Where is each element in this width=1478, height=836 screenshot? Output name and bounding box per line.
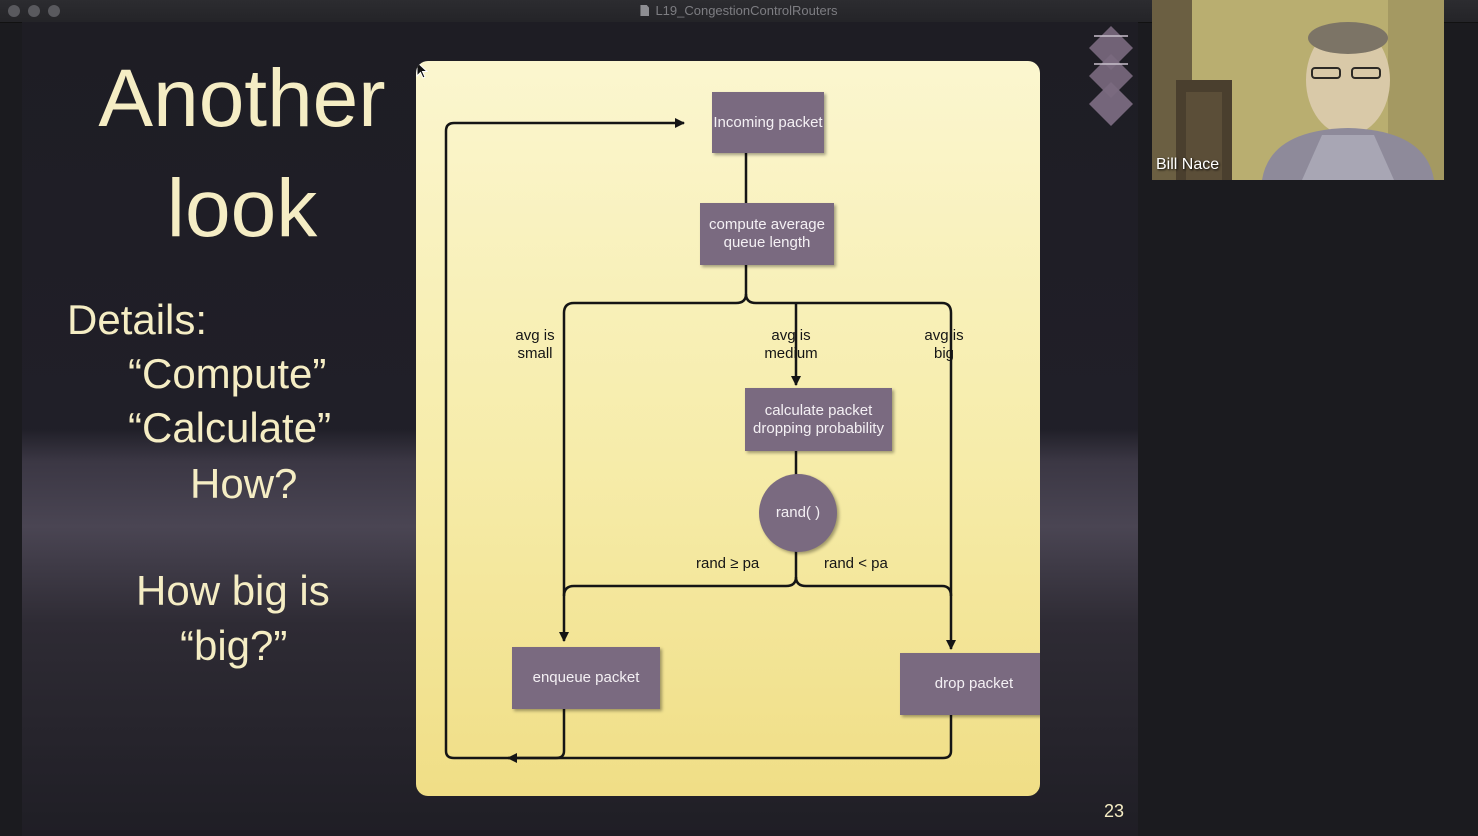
zoom-window-button[interactable] [48, 5, 60, 17]
details-heading: Details: [67, 296, 208, 343]
document-icon [640, 5, 650, 16]
mouse-pointer-icon [416, 61, 428, 79]
minimize-window-button[interactable] [28, 5, 40, 17]
drop-packet-node: drop packet [900, 653, 1040, 715]
calculate-quote: “Calculate” [128, 404, 332, 451]
big-quote: “big?” [180, 622, 288, 669]
window-title-text: L19_CongestionControlRouters [655, 3, 838, 18]
participant-video-feed [1152, 0, 1444, 180]
rand-ge-pa-label: rand ≥ pa [696, 555, 760, 572]
rand-lt-pa-label: rand < pa [824, 555, 888, 572]
rand-node: rand( ) [759, 474, 837, 552]
slide-title-line-1: Another [98, 53, 386, 144]
avg-small-label: avg is small [515, 327, 555, 362]
slide-title: Another look [72, 44, 412, 264]
how-big-question: How big is [136, 567, 330, 614]
how-question: How? [190, 460, 298, 507]
flowchart-edges [444, 118, 956, 763]
slide: Another look Details: “Compute” “Calcula… [22, 22, 1138, 836]
calculate-probability-node: calculate packet dropping probability [745, 388, 892, 451]
compute-quote: “Compute” [128, 350, 327, 397]
slide-number: 23 [1103, 801, 1124, 821]
close-window-button[interactable] [8, 5, 20, 17]
diamond-decoration-icon [1089, 26, 1133, 126]
enqueue-packet-node: enqueue packet [512, 647, 660, 709]
participant-video-tile[interactable]: Bill Nace [1152, 0, 1444, 180]
window-title: L19_CongestionControlRouters [0, 3, 1478, 18]
avg-big-label: avg is big [924, 327, 964, 362]
compute-average-node: compute average queue length [700, 203, 834, 265]
avg-medium-label: avg is medium [764, 327, 818, 362]
flowchart-panel: Incoming packet compute average queue le… [416, 61, 1040, 796]
participant-name: Bill Nace [1156, 156, 1220, 173]
slide-title-line-2: look [166, 163, 318, 254]
incoming-packet-node: Incoming packet [712, 92, 824, 153]
